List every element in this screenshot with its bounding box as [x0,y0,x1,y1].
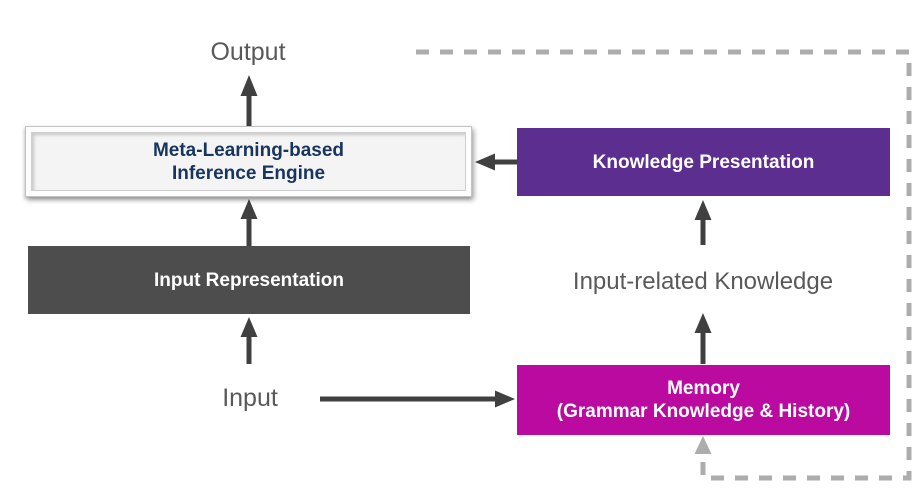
inference-engine-label: Meta-Learning-based Inference Engine [31,132,466,191]
arrow-input-to-inputrep [240,317,258,364]
feedback-loop-arrowhead-icon [694,436,712,454]
arrow-label-to-kp [694,200,712,245]
arrow-head-icon [240,75,258,96]
feedback-loop-path [416,49,912,481]
output-label: Output [210,38,286,66]
arrow-head-icon [240,199,258,219]
arrow-head-icon [240,317,258,337]
arrow-inputrep-to-inference [240,199,258,246]
arrow-memory-to-label [694,313,712,364]
arrow-input-to-memory [320,390,515,408]
arrow-head-icon [475,153,495,171]
arrow-head-icon [694,313,712,333]
arrow-inference-to-output [240,75,258,126]
feedback-loop-dashed [416,49,912,481]
arrow-kp-to-inference [475,153,517,171]
input-label: Input [222,384,278,412]
arrow-head-icon [694,200,712,220]
memory-box: Memory (Grammar Knowledge & History) [517,365,890,435]
arrow-head-icon [495,390,515,408]
input-representation-box: Input Representation [28,246,470,314]
input-related-knowledge-label: Input-related Knowledge [572,268,834,295]
knowledge-presentation-box: Knowledge Presentation [517,128,890,196]
inference-engine-box: Meta-Learning-based Inference Engine [25,126,472,197]
